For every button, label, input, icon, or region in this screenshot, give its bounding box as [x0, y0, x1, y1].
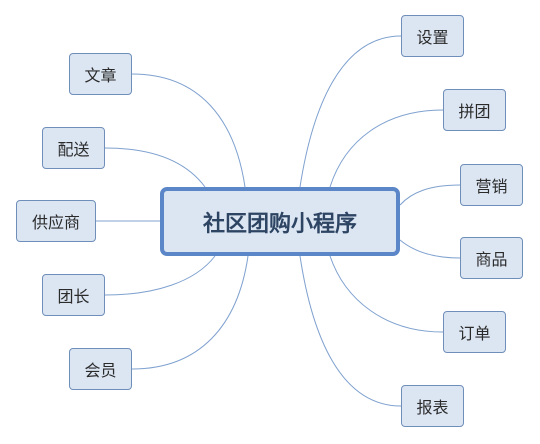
node-label: 配送	[57, 140, 90, 159]
connector-wenzhang	[131, 73, 246, 188]
connector-pintuan	[329, 109, 444, 188]
node-label: 设置	[416, 28, 449, 47]
node-label: 会员	[84, 361, 117, 380]
node-baobiao[interactable]: 报表	[401, 385, 464, 427]
node-label: 供应商	[31, 213, 80, 232]
node-label: 商品	[475, 250, 508, 269]
node-wenzhang[interactable]: 文章	[69, 53, 132, 95]
connector-shangpin	[399, 239, 461, 259]
connector-huiyuan	[131, 255, 249, 370]
connector-baobiao	[299, 255, 402, 407]
central-topic[interactable]: 社区团购小程序	[160, 187, 400, 256]
node-label: 报表	[416, 398, 449, 417]
node-label: 营销	[475, 177, 508, 196]
node-label: 拼团	[458, 102, 491, 121]
node-yingxiao[interactable]: 营销	[460, 164, 523, 206]
node-shezhi[interactable]: 设置	[401, 15, 464, 57]
node-pintuan[interactable]: 拼团	[443, 89, 506, 131]
central-topic-label: 社区团购小程序	[202, 211, 357, 237]
connector-dingdan	[329, 255, 444, 333]
node-dingdan[interactable]: 订单	[443, 311, 506, 353]
node-label: 文章	[84, 66, 117, 85]
connector-yingxiao	[399, 184, 461, 206]
node-label: 订单	[458, 324, 491, 343]
connector-tuanzhang	[104, 255, 216, 296]
connector-peisong	[104, 147, 206, 188]
connector-shezhi	[299, 35, 402, 188]
node-label: 团长	[57, 287, 90, 306]
node-gongying[interactable]: 供应商	[16, 200, 96, 242]
node-huiyuan[interactable]: 会员	[69, 348, 132, 390]
node-tuanzhang[interactable]: 团长	[42, 274, 105, 316]
node-peisong[interactable]: 配送	[42, 127, 105, 169]
node-shangpin[interactable]: 商品	[460, 237, 523, 279]
